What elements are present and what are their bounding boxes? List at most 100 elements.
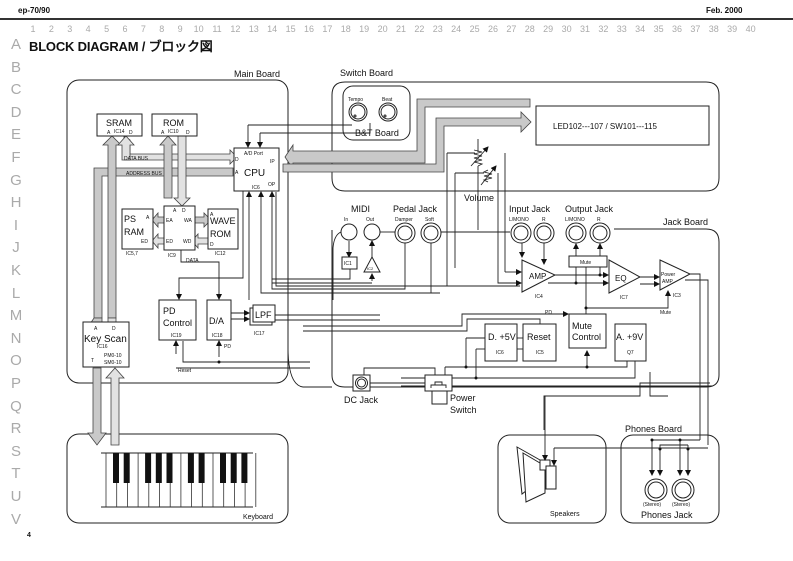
svg-text:D. +5V: D. +5V <box>488 332 516 342</box>
black-key <box>241 453 248 483</box>
svg-text:Phones Jack: Phones Jack <box>641 510 693 520</box>
svg-text:SRAM: SRAM <box>106 118 132 128</box>
svg-text:L/MONO: L/MONO <box>509 217 529 223</box>
mute-label: Mute <box>660 310 671 316</box>
page-number: 4 <box>27 532 31 539</box>
power-switch: Power Switch <box>424 374 477 415</box>
svg-text:Volume: Volume <box>464 193 494 203</box>
column-number: 17 <box>322 24 333 34</box>
model-label: ep-70/90 <box>18 6 51 15</box>
data-label: DATA <box>186 258 199 264</box>
waverom-block: WAVE ROM A D IC12 <box>207 208 239 257</box>
reset-label: Reset <box>178 368 192 374</box>
speakers-board: Speakers <box>497 434 607 524</box>
row-letter: D <box>10 103 22 121</box>
column-number: 30 <box>561 24 572 34</box>
row-letter: F <box>11 149 21 166</box>
ic1-block: IC1 <box>341 256 358 270</box>
black-key <box>187 453 194 483</box>
svg-text:Control: Control <box>163 318 192 328</box>
svg-text:IC4: IC4 <box>535 294 543 300</box>
black-key <box>198 453 205 483</box>
column-number: 7 <box>140 24 146 34</box>
column-number: 28 <box>524 24 535 34</box>
column-number: 23 <box>432 24 443 34</box>
svg-text:IC2: IC2 <box>367 266 374 271</box>
svg-text:OP: OP <box>268 182 276 188</box>
svg-text:R: R <box>597 217 601 223</box>
reset-block: Reset IC5 <box>522 323 557 362</box>
svg-text:IC14: IC14 <box>114 129 125 135</box>
rom-address-arrow <box>159 135 177 199</box>
header-rule <box>0 18 793 20</box>
dc-jack: DC Jack <box>344 367 436 405</box>
ic2-block: IC2 <box>363 255 381 273</box>
cpu-block: A/D Port D IP A CPU IC6 OP <box>233 147 280 192</box>
svg-text:Control: Control <box>572 332 601 342</box>
svg-text:AMP: AMP <box>662 279 674 285</box>
led-sw-block: LED102---107 / SW101---115 <box>535 105 710 146</box>
column-number: 25 <box>469 24 480 34</box>
row-letter: K <box>10 262 21 279</box>
svg-text:LED102---107 / SW101---115: LED102---107 / SW101---115 <box>553 122 657 131</box>
column-number: 15 <box>285 24 296 34</box>
row-letter: S <box>10 442 21 460</box>
input-jack-section: Input Jack L/MONO R <box>509 204 555 265</box>
date-label: Feb. 2000 <box>706 6 743 15</box>
column-number: 20 <box>377 24 388 34</box>
svg-text:ROM: ROM <box>163 118 184 128</box>
svg-text:SM0-10: SM0-10 <box>104 360 122 366</box>
midi-in-wire <box>272 269 351 280</box>
column-number: 8 <box>159 24 165 34</box>
pd-line-label: PD <box>545 310 552 316</box>
svg-text:IC1: IC1 <box>344 261 352 267</box>
row-letter: C <box>10 81 22 99</box>
speaker-icon <box>516 396 708 503</box>
da-block: D/A IC18 <box>206 299 232 341</box>
main-board: Main Board <box>66 69 289 384</box>
psram-block: PS RAM A ED IC5,7 <box>121 208 154 257</box>
cpu-to-led-arrow <box>282 111 532 173</box>
svg-text:R: R <box>542 217 546 223</box>
row-letter: M <box>9 307 23 325</box>
volume-control: Volume <box>446 139 506 286</box>
svg-text:D/A: D/A <box>209 316 224 326</box>
power-wires <box>401 337 712 430</box>
svg-text:A: A <box>210 212 214 218</box>
svg-text:Power: Power <box>450 393 476 403</box>
svg-text:ED: ED <box>141 239 148 245</box>
svg-text:Output Jack: Output Jack <box>565 204 614 214</box>
piano-keys <box>101 452 257 508</box>
column-number: 11 <box>212 24 222 34</box>
jack-board: Jack Board <box>331 217 720 388</box>
row-letter: J <box>12 239 20 257</box>
svg-text:Reset: Reset <box>527 332 551 342</box>
bt-board: B&T Board <box>342 85 411 141</box>
row-letter: N <box>10 329 22 347</box>
keyscan-block: A D Key Scan IC16 T PM0-10 SM0-10 <box>82 321 130 368</box>
row-letter: E <box>10 126 21 144</box>
black-key <box>123 453 130 483</box>
black-key <box>145 453 152 483</box>
svg-text:In: In <box>344 217 348 223</box>
audio-wires <box>497 265 709 445</box>
svg-text:IC10: IC10 <box>168 129 179 135</box>
svg-text:D: D <box>186 130 190 136</box>
output-jack-section: Output Jack L/MONO R <box>565 204 614 256</box>
svg-text:A/D Port: A/D Port <box>244 151 264 157</box>
page-title: BLOCK DIAGRAM / ブロック図 <box>29 39 213 54</box>
svg-text:AMP: AMP <box>529 272 546 281</box>
mute-small-block: Mute <box>568 255 608 268</box>
column-number: 33 <box>616 24 627 34</box>
tempo-knob: Tempo <box>348 97 368 122</box>
a9v-block: A. +9V Q7 <box>614 323 647 362</box>
amp-block: AMP IC4 <box>521 259 557 300</box>
ic9-block: A D EA ED WA WD IC9 <box>163 205 196 259</box>
svg-text:WA: WA <box>184 218 193 224</box>
main-board-wires <box>173 123 520 369</box>
svg-text:IC12: IC12 <box>215 251 226 257</box>
led-to-cpu-arrow <box>284 98 531 171</box>
eq-block: EQ IC7 <box>608 259 642 301</box>
svg-text:A: A <box>173 208 177 214</box>
